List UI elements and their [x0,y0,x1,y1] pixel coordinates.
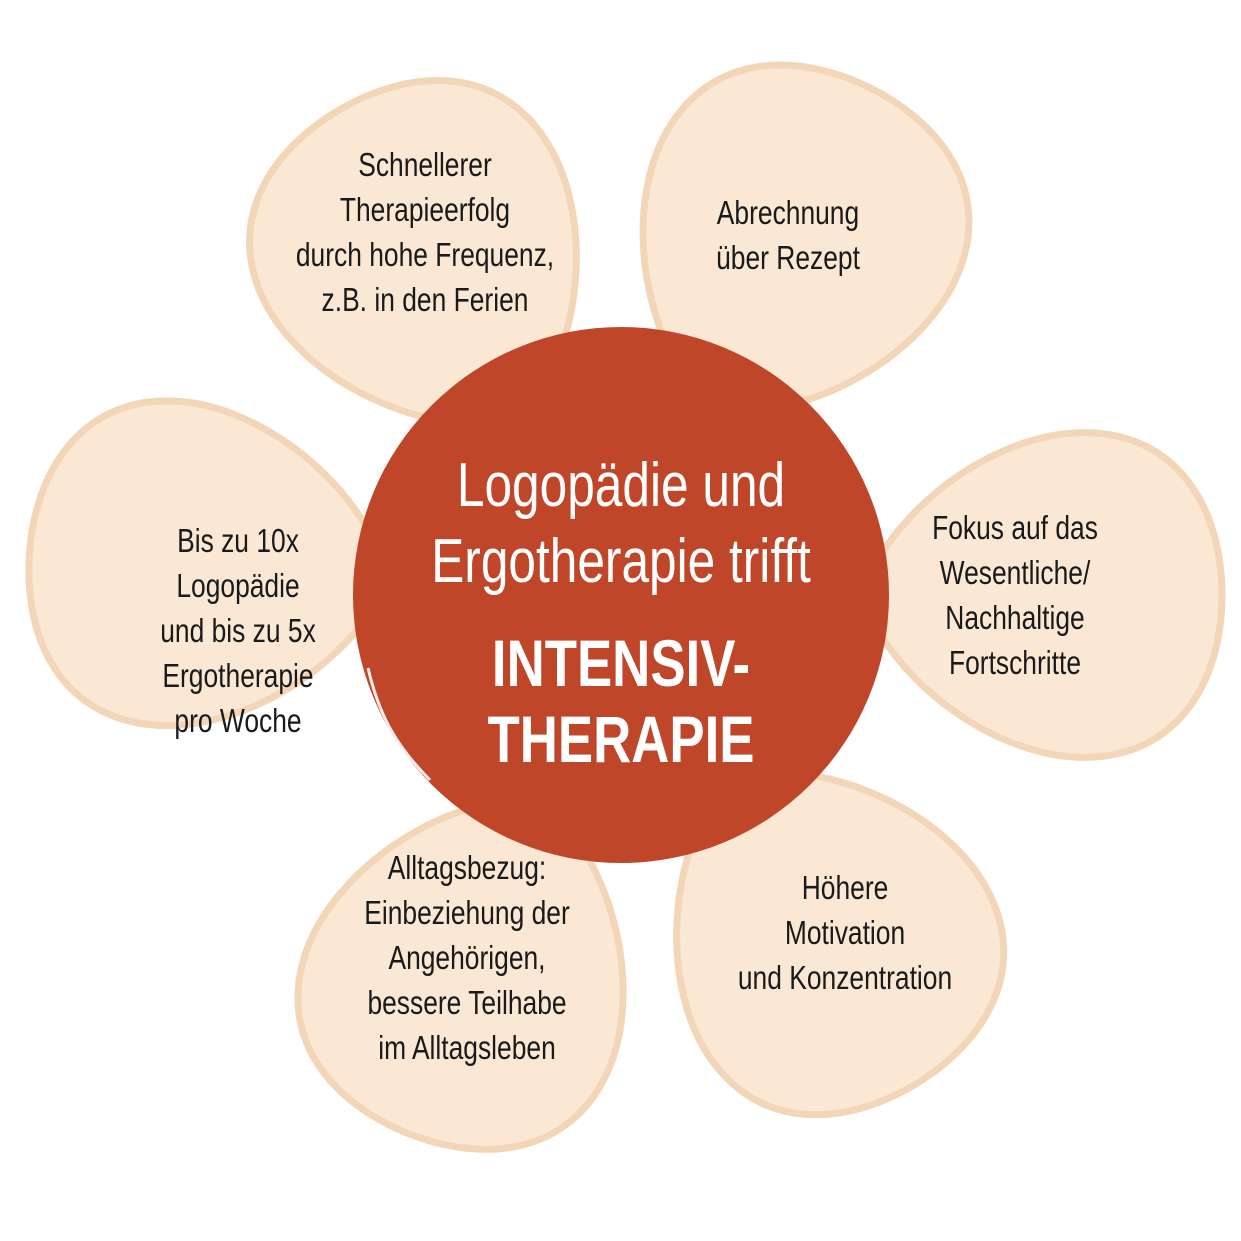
petal-text-line: bessere Teilhabe [367,984,567,1021]
center-title: INTENSIV- THERAPIE [381,625,861,777]
petal-text-line: Angehörigen, [388,939,546,976]
petal-text-line: Ergotherapie [162,657,314,694]
center-subtitle: Logopädie und Ergotherapie trifft [381,448,861,600]
petal-text-line: Einbeziehung der [364,894,570,931]
petal-text-top-right: Abrechnung über Rezept [628,190,948,280]
center-circle [353,327,889,863]
petal-text-line: z.B. in den Ferien [321,281,529,318]
petal-text-line: im Alltagsleben [378,1029,556,1066]
petal-text-line: und Konzentration [737,959,953,996]
petal-text-line: Therapieerfolg [339,191,511,228]
petal-text-line: Bis zu 10x [177,522,299,559]
petal-text-line: durch hohe Frequenz, [295,236,555,273]
center-title-line: INTENSIV- [491,626,751,700]
petal-text-line: und bis zu 5x [160,612,316,649]
petal-text-line: Alltagsbezug: [387,849,547,886]
petal-text-line: Abrechnung [716,194,860,231]
petal-text-line: Schnellerer [358,146,492,183]
center-title-line: THERAPIE [487,702,755,776]
petal-text-line: Fortschritte [948,644,1082,681]
petal-text-line: Nachhaltige [945,599,1085,636]
brush-stroke-left [366,667,432,782]
brush-stroke-bottom [664,810,767,858]
petal-text-line: Logopädie [176,567,300,604]
petal-text-line: pro Woche [174,702,302,739]
petal-text-line: über Rezept [716,239,860,276]
petal-text-line: Fokus auf das [932,509,1098,546]
petal-text-line: Motivation [784,914,906,951]
center-subtitle-line: Ergotherapie trifft [431,527,811,596]
petal-text-line: Wesentliche/ [939,554,1091,591]
center-subtitle-line: Logopädie und [456,451,786,520]
petal-text-line: Höhere [801,869,889,906]
